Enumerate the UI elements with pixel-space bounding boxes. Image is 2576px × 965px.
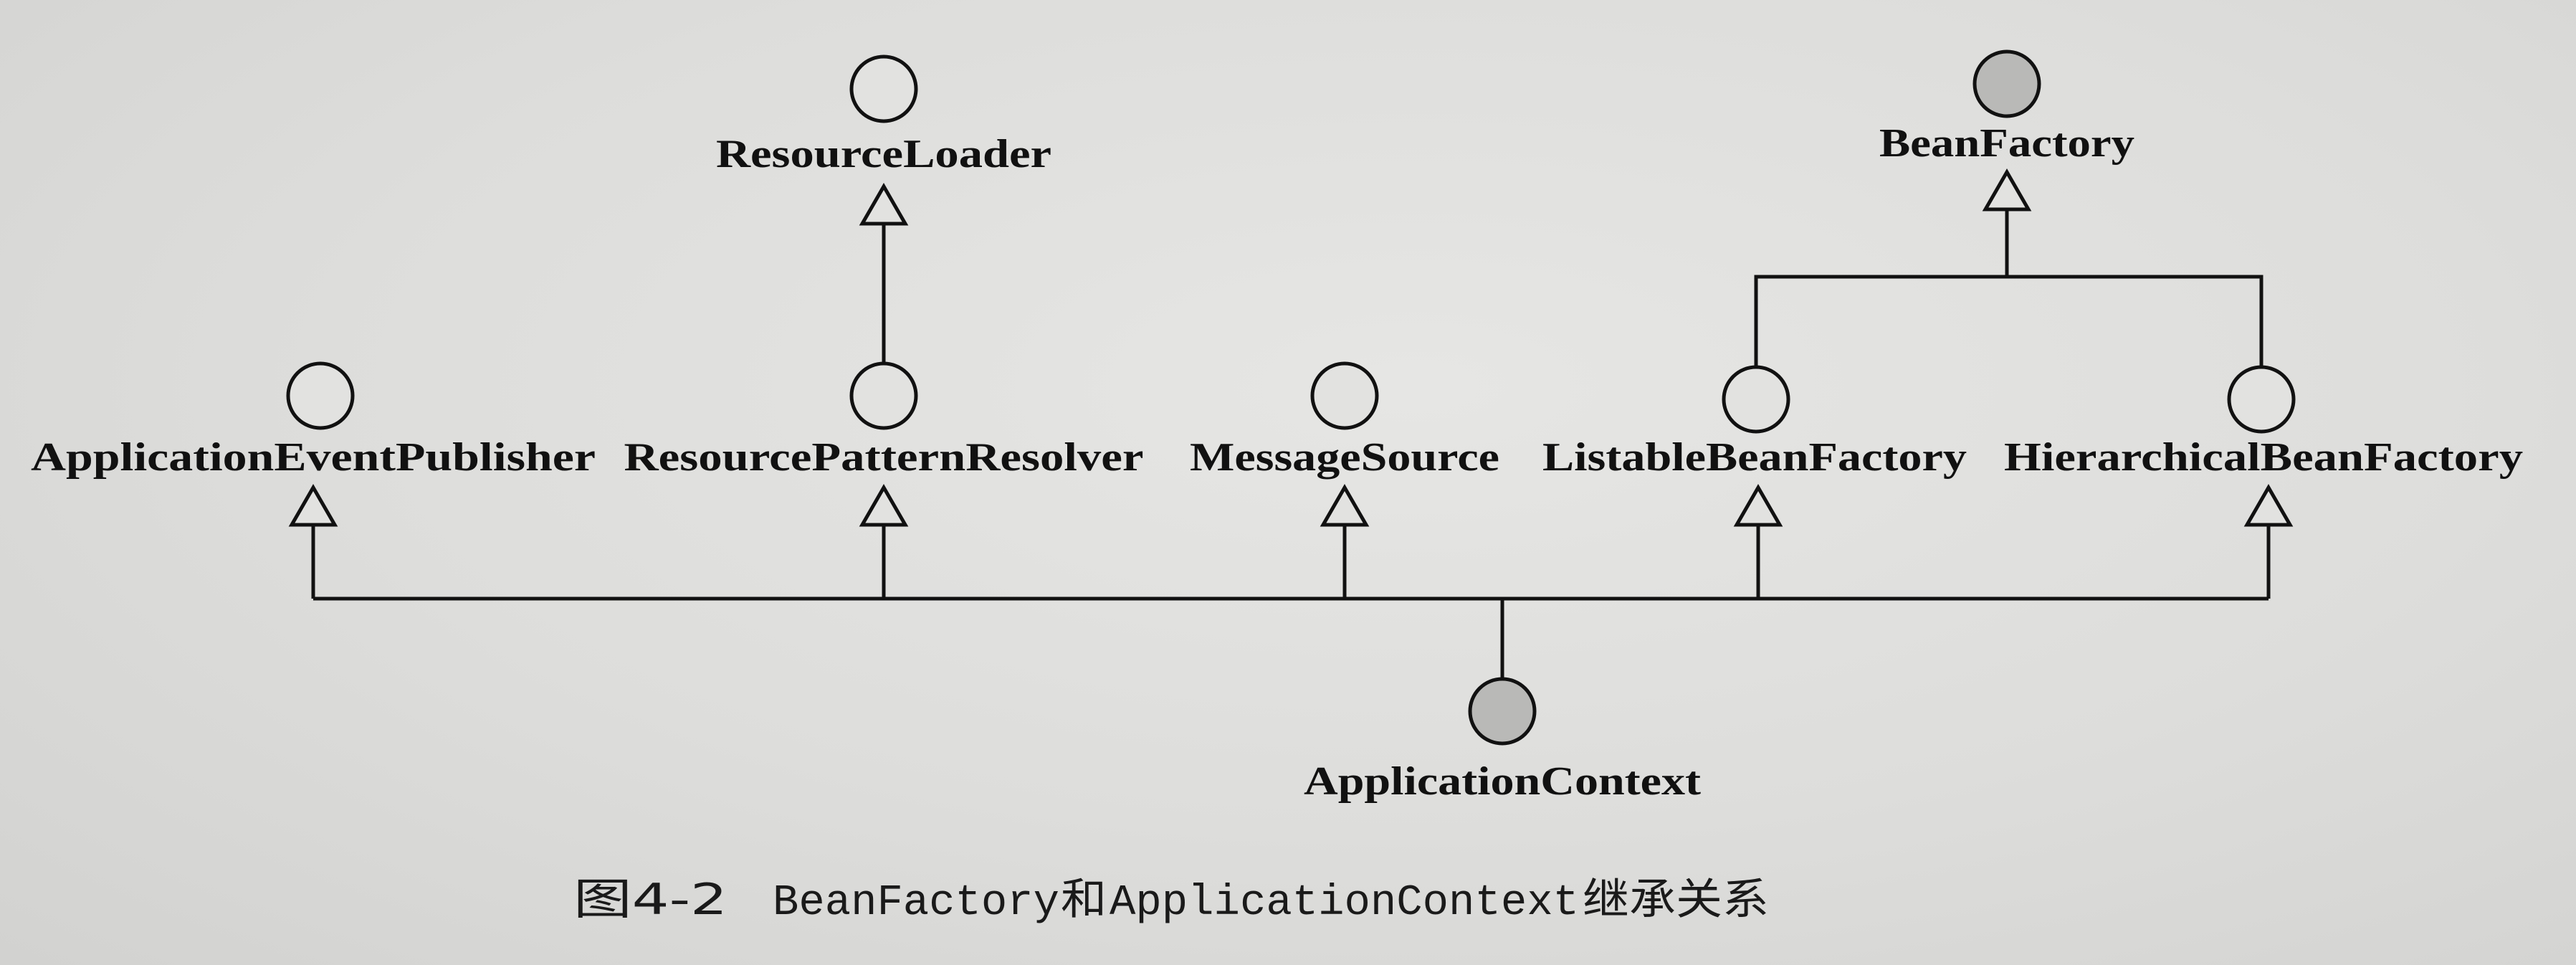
caption-figure-number: 图4-2 xyxy=(573,875,728,925)
listable-bean-factory-circle xyxy=(1722,365,1790,434)
hierarchical-bean-factory-circle xyxy=(2227,365,2296,434)
application-event-publisher-circle xyxy=(286,361,355,430)
node-circles xyxy=(286,49,2296,746)
message-source-circle xyxy=(1310,361,1379,430)
resource-loader-circle xyxy=(849,54,918,123)
resource-loader-label: ResourceLoader xyxy=(716,132,1051,176)
application-context-circle xyxy=(1468,677,1537,746)
message-source-label: MessageSource xyxy=(1190,435,1499,480)
arrowhead-hierarchical-bean-factory xyxy=(2243,483,2294,527)
caption-bean-factory: BeanFactory xyxy=(773,879,1059,928)
arrowhead-bean-factory xyxy=(1982,168,2032,211)
node-labels: ResourceLoader BeanFactory ApplicationEv… xyxy=(31,121,2523,804)
figure-caption: 图4-2 BeanFactory 和 ApplicationContext 继承… xyxy=(573,875,1769,928)
arrowhead-resource-pattern-resolver xyxy=(859,483,909,527)
caption-application-context: ApplicationContext xyxy=(1110,879,1579,928)
application-context-label: ApplicationContext xyxy=(1304,759,1701,804)
hierarchical-bean-factory-label: HierarchicalBeanFactory xyxy=(2004,435,2523,480)
edge-bean-factory-bracket xyxy=(1754,275,2263,366)
caption-and: 和 xyxy=(1061,875,1107,925)
edges xyxy=(311,209,2271,678)
arrowheads xyxy=(288,168,2294,527)
application-event-publisher-label: ApplicationEventPublisher xyxy=(31,435,596,480)
arrowhead-application-event-publisher xyxy=(288,483,338,527)
arrowhead-listable-bean-factory xyxy=(1733,483,1783,527)
resource-pattern-resolver-label: ResourcePatternResolver xyxy=(624,435,1144,480)
arrowhead-message-source xyxy=(1320,483,1370,527)
arrowhead-resource-loader xyxy=(859,182,909,226)
caption-inheritance-relation: 继承关系 xyxy=(1583,875,1769,925)
bean-factory-label: BeanFactory xyxy=(1879,121,2134,166)
bean-factory-circle xyxy=(1972,49,2041,118)
listable-bean-factory-label: ListableBeanFactory xyxy=(1542,435,1967,480)
resource-pattern-resolver-circle xyxy=(849,361,918,430)
